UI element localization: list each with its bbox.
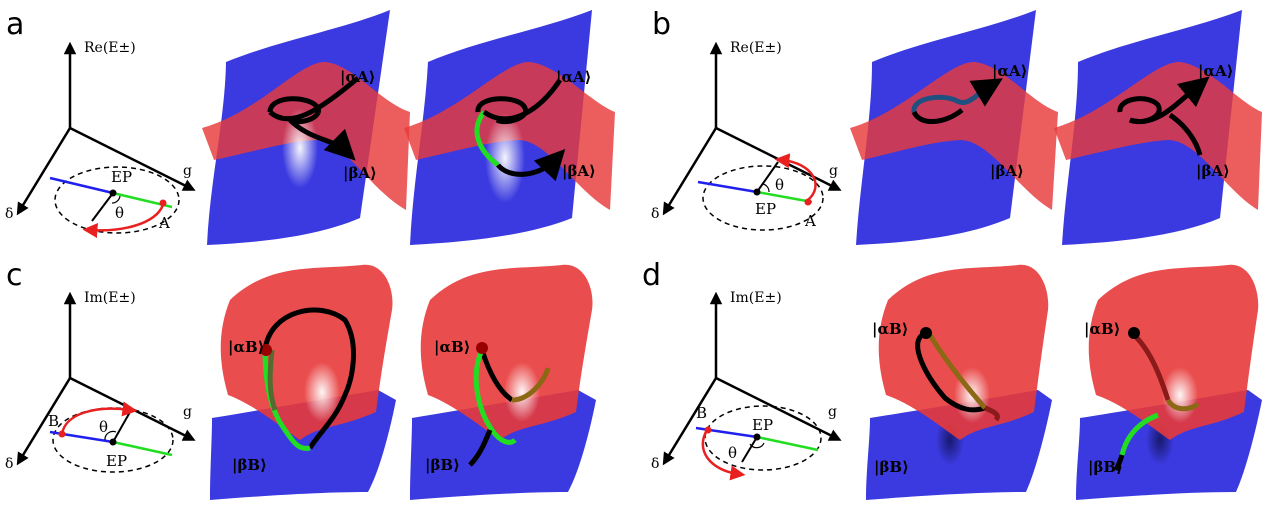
panel-a: a Re(E±) g δ EP θ A |αA⟩ | <box>5 7 615 245</box>
panel-label: d <box>642 258 661 293</box>
theta-label: θ <box>728 444 737 462</box>
axes <box>662 291 842 466</box>
axis-label: Re(E±) <box>730 40 782 56</box>
bottom-state-label: |βA⟩ <box>990 162 1024 180</box>
bottom-state-label: |βB⟩ <box>425 456 460 474</box>
bottom-state-label: |βA⟩ <box>1196 162 1230 180</box>
bottom-state-label: |βB⟩ <box>874 458 909 476</box>
top-state-label: |αB⟩ <box>872 320 909 338</box>
theta-label: θ <box>115 204 124 222</box>
axis-label: Im(E±) <box>84 290 136 306</box>
point-label: A <box>804 212 816 230</box>
top-state-label: |αB⟩ <box>228 338 265 356</box>
delta-axis-label: δ <box>5 206 13 222</box>
energy-surface-1: |αB⟩ |βB⟩ <box>866 264 1052 500</box>
delta-axis-label: δ <box>5 456 13 472</box>
energy-surface-2: |αA⟩ |βA⟩ <box>404 10 615 245</box>
top-state-label: |αA⟩ <box>556 68 592 86</box>
ep-label: EP <box>752 416 773 434</box>
parameter-loop <box>697 153 824 231</box>
delta-axis-label: δ <box>651 456 659 472</box>
theta-label: θ <box>775 176 784 194</box>
bottom-state-label: |βB⟩ <box>1088 458 1123 476</box>
parameter-loop <box>49 401 174 473</box>
panel-d: d Im(E±) g δ EP θ B <box>642 258 1262 500</box>
bottom-state-label: |βB⟩ <box>232 456 267 474</box>
ep-label: EP <box>755 200 776 218</box>
top-state-label: |αA⟩ <box>340 68 376 86</box>
top-state-label: |αA⟩ <box>992 62 1028 80</box>
delta-axis-label: δ <box>651 206 659 222</box>
parameter-loop <box>695 405 822 481</box>
bottom-state-label: |βA⟩ <box>343 164 377 182</box>
top-state-label: |αB⟩ <box>1084 320 1121 338</box>
energy-surface-1: |αA⟩ |βA⟩ <box>202 10 410 245</box>
g-axis-label: g <box>183 404 192 420</box>
bottom-state-label: |βA⟩ <box>562 162 596 180</box>
energy-surface-2: |αB⟩ |βB⟩ <box>1076 264 1262 500</box>
ep-label: EP <box>106 452 127 470</box>
g-axis-label: g <box>828 404 837 420</box>
axis-label: Re(E±) <box>84 40 136 56</box>
axes <box>16 41 196 216</box>
axis-label: Im(E±) <box>730 290 782 306</box>
theta-label: θ <box>99 418 108 436</box>
ep-label: EP <box>111 168 132 186</box>
point-label: B <box>696 404 707 422</box>
axes <box>662 41 842 216</box>
top-state-label: |αA⟩ <box>1198 62 1234 80</box>
energy-surface-1: |αA⟩ |βA⟩ <box>850 10 1058 245</box>
panel-label: c <box>6 258 23 293</box>
panel-c: c Im(E±) g δ EP θ B <box>5 258 596 500</box>
panel-label: b <box>652 7 671 42</box>
energy-surface-2: |αA⟩ |βA⟩ <box>1054 10 1262 245</box>
g-axis-label: g <box>829 163 838 179</box>
point-label: A <box>158 214 170 232</box>
point-label: B <box>48 412 59 430</box>
energy-surface-1: |αB⟩ |βB⟩ <box>210 264 396 500</box>
parameter-loop <box>49 166 180 238</box>
g-axis-label: g <box>183 163 192 179</box>
top-state-label: |αB⟩ <box>434 338 471 356</box>
energy-surface-2: |αB⟩ |βB⟩ <box>410 264 596 500</box>
panel-b: b Re(E±) g δ EP θ A |αA⟩ |βA⟩ <box>651 7 1262 245</box>
panel-label: a <box>6 7 24 42</box>
